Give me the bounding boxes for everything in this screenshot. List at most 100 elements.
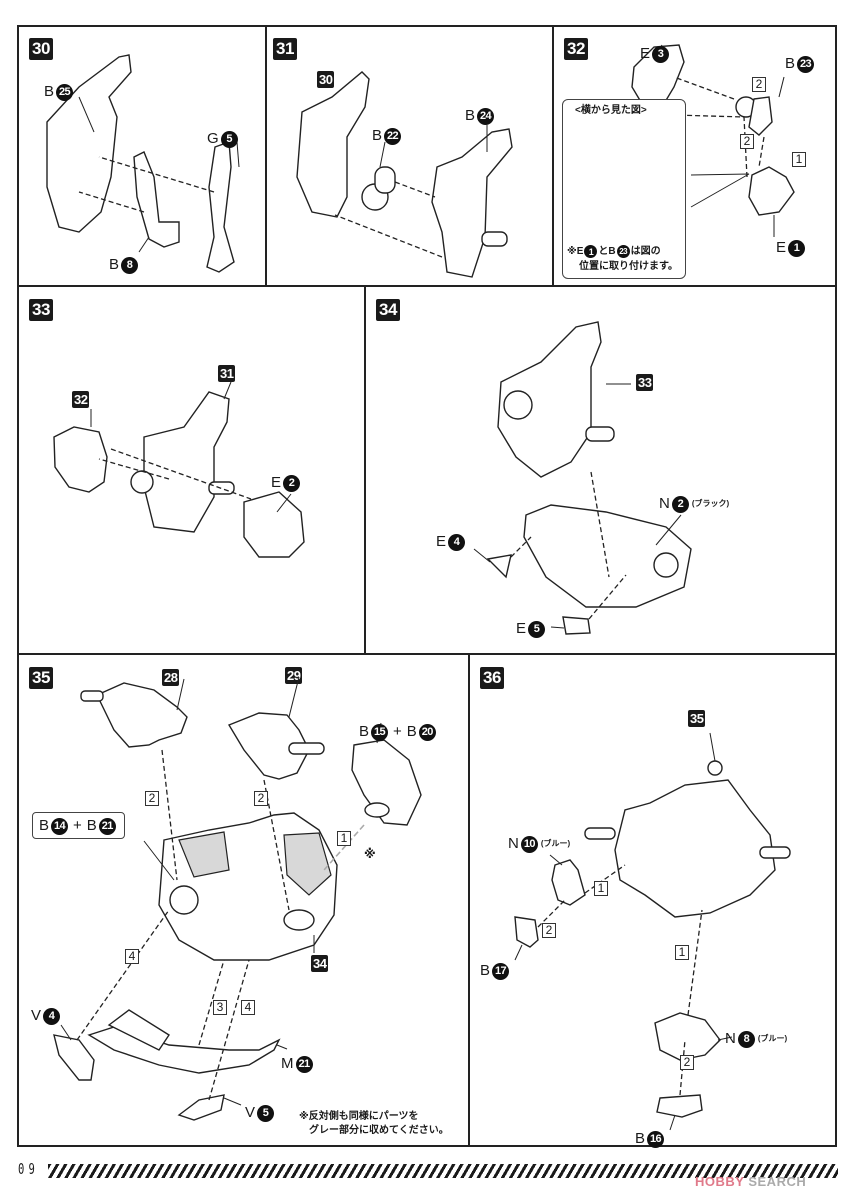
part-label-b16: B 16 xyxy=(635,1130,665,1148)
cover-part-e2 xyxy=(243,491,305,558)
part-number: 4 xyxy=(448,533,466,551)
part-number: 21 xyxy=(295,1055,313,1073)
lower-armor-n2 xyxy=(523,504,692,608)
part-number: 17 xyxy=(492,962,510,980)
part-number: 15 xyxy=(371,723,389,741)
order-marker: 4 xyxy=(125,949,139,964)
part-label-b23: B 23 xyxy=(785,55,815,73)
part-label-v4: V 4 xyxy=(31,1007,61,1025)
part-label-e3: E 3 xyxy=(640,45,670,63)
runner-letter: B xyxy=(44,83,55,100)
part-label-v5: V 5 xyxy=(245,1104,275,1122)
ref-step-badge: 32 xyxy=(72,391,90,408)
watermark-brand-a: HOBBY xyxy=(695,1174,745,1189)
torso-assembly-35 xyxy=(614,779,776,918)
part-number: 10 xyxy=(520,835,538,853)
callout-note-text: は図の xyxy=(630,246,661,257)
small-part-e5 xyxy=(562,616,591,635)
small-part-v4 xyxy=(53,1034,95,1081)
runner-letter: B xyxy=(109,256,120,273)
part-label-b8: B 8 xyxy=(109,256,139,274)
part-number: 8 xyxy=(121,256,139,274)
shoulder-assembly-29 xyxy=(227,712,310,780)
runner-letter: E xyxy=(271,474,282,491)
part-number: 20 xyxy=(418,723,436,741)
color-note: (ブルー) xyxy=(540,839,571,848)
body-assembly-33 xyxy=(497,321,602,478)
order-marker: 2 xyxy=(254,791,268,806)
plate-b17 xyxy=(514,916,539,948)
runner-letter: N xyxy=(659,495,670,512)
ref-step-badge: 34 xyxy=(311,955,329,972)
gray-area-mark: ※ xyxy=(364,847,376,861)
step-34-panel: 34 33 N 2 (ブラック) E 4 E 5 xyxy=(364,285,837,655)
neck-ball xyxy=(707,760,723,776)
color-note: (ブルー) xyxy=(757,1034,788,1043)
order-marker: 4 xyxy=(241,1000,255,1015)
runner-letter: E xyxy=(640,45,651,62)
part-label-b15-b20: B 15 + B 20 xyxy=(359,723,436,741)
ref-step-badge: 35 xyxy=(688,710,706,727)
runner-letter: N xyxy=(725,1030,736,1047)
callout-note-text: とB xyxy=(598,246,616,257)
runner-letter: B xyxy=(39,817,50,834)
callout-note: ※E 1 とB 23 は図の xyxy=(567,245,661,258)
order-marker: 2 xyxy=(680,1055,694,1070)
part-label-e1: E 1 xyxy=(776,239,806,257)
part-number: 23 xyxy=(616,245,630,258)
order-marker: 1 xyxy=(337,831,351,846)
step-30-illustration xyxy=(46,54,240,273)
step-34-illustration xyxy=(473,321,692,635)
assembly-note-line2: グレー部分に収めてください。 xyxy=(309,1125,449,1136)
runner-letter: G xyxy=(207,130,219,147)
ref-step-badge: 31 xyxy=(218,365,236,382)
leg-part-g5 xyxy=(206,141,235,273)
runner-letter: E xyxy=(436,533,447,550)
order-marker: 2 xyxy=(740,134,754,149)
ref-step-badge: 30 xyxy=(317,71,335,88)
runner-letter: B xyxy=(785,55,796,72)
step-number-badge: 30 xyxy=(29,38,53,60)
plate-b16 xyxy=(656,1094,703,1118)
part-label-n8: N 8 (ブルー) xyxy=(725,1030,787,1048)
ref-step-badge: 33 xyxy=(636,374,654,391)
runner-letter: N xyxy=(508,835,519,852)
runner-letter: B xyxy=(372,127,383,144)
part-number: 25 xyxy=(56,83,74,101)
plus-sign: + xyxy=(73,817,82,834)
part-label-e2: E 2 xyxy=(271,474,301,492)
step-33-illustration xyxy=(53,381,305,558)
part-label-b25: B 25 xyxy=(44,83,74,101)
callout-title: <横から見た図> xyxy=(575,105,647,116)
shoulder-assembly-28 xyxy=(96,682,188,748)
step-30-panel: 30 B 25 G 5 B 8 xyxy=(17,25,267,287)
order-marker: 3 xyxy=(213,1000,227,1015)
order-marker: 1 xyxy=(594,881,608,896)
runner-letter: E xyxy=(516,620,527,637)
part-label-g5: G 5 xyxy=(207,130,238,148)
frame-part-b25 xyxy=(46,54,132,233)
part-number: 5 xyxy=(220,130,238,148)
step-number-badge: 35 xyxy=(29,667,53,689)
small-part-e4 xyxy=(486,554,512,579)
step-31-illustration xyxy=(296,71,513,278)
part-number: 21 xyxy=(98,817,116,835)
part-number: 22 xyxy=(384,127,402,145)
blue-part-n8 xyxy=(654,1012,721,1061)
part-label-m21: M 21 xyxy=(281,1055,313,1073)
step-32-panel: 32 E 3 B 23 E 1 2 2 1 <横から見た図> ※E 1 とB xyxy=(552,25,837,287)
step-33-panel: 33 32 31 E 2 xyxy=(17,285,366,655)
runner-letter: B xyxy=(635,1130,646,1147)
callout-note-line2: 位置に取り付けます。 xyxy=(579,261,678,272)
step-31-panel: 31 30 B 22 B 24 xyxy=(265,25,554,287)
callout-note-text: ※E xyxy=(567,246,584,257)
footer-stripe-bar xyxy=(48,1164,838,1178)
plus-sign: + xyxy=(393,723,402,740)
runner-letter: B xyxy=(359,723,370,740)
runner-letter: B xyxy=(480,962,491,979)
part-label-n2: N 2 (ブラック) xyxy=(659,495,729,513)
runner-letter: E xyxy=(776,239,787,256)
ref-step-badge: 28 xyxy=(162,669,180,686)
part-label-b24: B 24 xyxy=(465,107,495,125)
part-number: 1 xyxy=(788,239,806,257)
